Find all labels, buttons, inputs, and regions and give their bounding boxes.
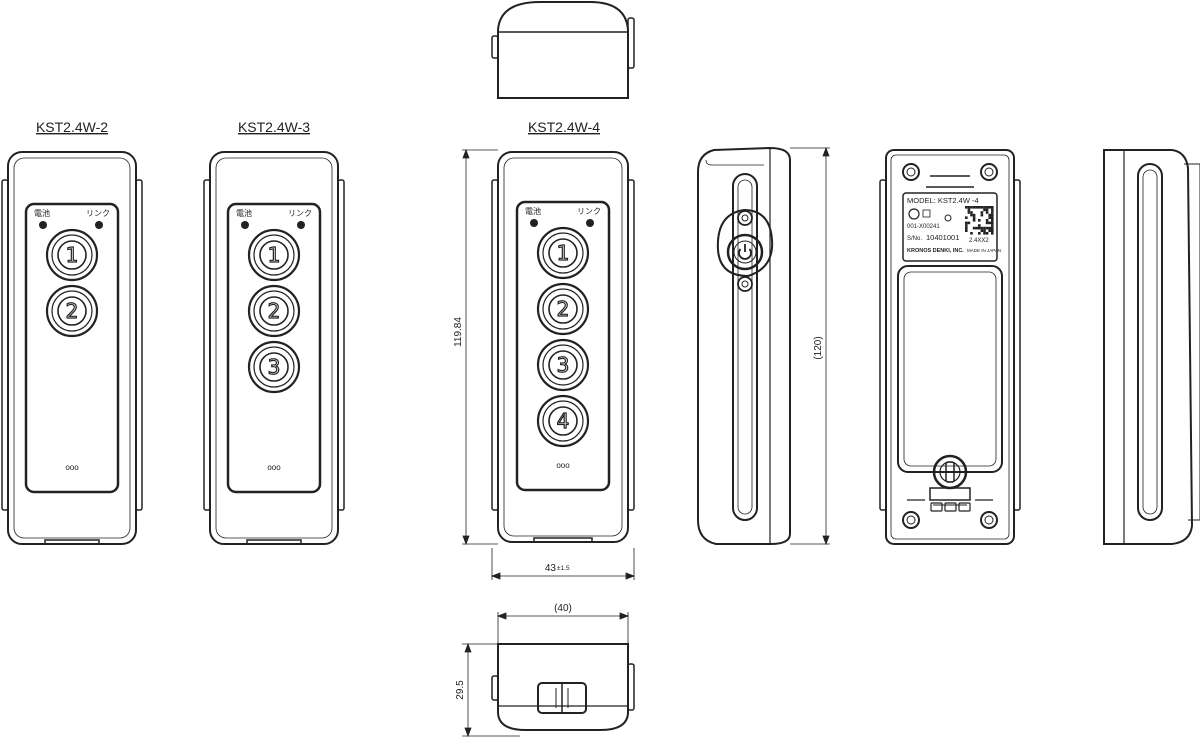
link-label: リンク [288,209,312,218]
dimension-lines [462,146,830,738]
more-indicator: ooo [556,461,570,470]
top-view [491,0,635,99]
power-button [726,233,764,271]
rear-view: MODEL: KST2.4W -4 001-X00241 S/No. 10401… [879,149,1021,545]
push-button-label: 2 [66,299,79,323]
push-button-3[interactable]: 3 [247,340,301,394]
corner-screw-icon [902,163,998,529]
push-button-2[interactable]: 2 [45,284,99,338]
link-label: リンク [86,209,110,218]
data-matrix-code [965,206,994,235]
side-view-mount [697,146,791,545]
push-button-label: 2 [268,299,281,323]
side-groove [1137,163,1163,521]
side-view-right [1103,149,1200,545]
battery-contact [930,502,943,512]
model-title-2-button: KST2.4W-2 [36,119,108,135]
origin-text: MADE IN JAPAN [967,248,1001,253]
link-label: リンク [577,207,601,216]
push-button-4[interactable]: 4 [536,394,590,448]
push-button-label: 3 [557,353,570,377]
mount-slot [732,173,758,521]
link-led [95,221,103,229]
push-button-label: 1 [268,243,281,267]
bottom-view [491,643,635,731]
link-led [297,221,305,229]
serial-number: 10401001 [926,233,959,242]
battery-led [241,221,249,229]
certification-code: 001-X00241 [907,224,940,230]
battery-label: 電池 [525,206,541,216]
button-panel [24,202,120,494]
push-button-label: 1 [66,243,79,267]
model-title-4-button: KST2.4W-4 [528,119,600,135]
front-view-kst2-4w-2: 電池 リンク 1 2 ooo [1,151,143,545]
rating-label [902,192,998,262]
bottom-width-dimension: (40) [554,603,572,614]
push-button-3[interactable]: 3 [536,338,590,392]
more-indicator: ooo [267,463,281,472]
model-title-3-button: KST2.4W-3 [238,119,310,135]
height-dimension: 119.84 [453,317,464,347]
battery-contact [958,502,971,512]
push-button-2[interactable]: 2 [247,284,301,338]
link-led [586,219,594,227]
model-text: MODEL: KST2.4W -4 [907,196,979,205]
push-button-label: 3 [268,355,281,379]
front-view-kst2-4w-3: 電池 リンク 1 2 3 ooo [203,151,345,545]
certification-mark-icon [908,208,920,220]
push-button-2[interactable]: 2 [536,282,590,336]
push-button-1[interactable]: 1 [247,228,301,282]
depth-dimension: 29.5 [455,680,466,700]
battery-label: 電池 [236,208,252,218]
push-button-label: 1 [557,241,570,265]
power-icon [738,248,752,260]
width-tolerance: ±1.5 [557,565,570,572]
battery-led [39,221,47,229]
width-dimension: 43 [545,563,557,574]
battery-contact [944,502,957,512]
push-button-1[interactable]: 1 [45,228,99,282]
maker-text: KRONOS DENKI, INC. [907,248,964,254]
battery-led [530,219,538,227]
push-button-1[interactable]: 1 [536,226,590,280]
battery-compartment [897,265,1003,473]
screw-icon [737,210,753,226]
button-panel [515,200,611,492]
side-height-dimension: (120) [813,336,824,359]
push-button-label: 4 [557,409,570,433]
more-indicator: ooo [65,463,79,472]
button-panel [226,202,322,494]
front-view-kst2-4w-4: 電池 リンク 1 2 3 4 ooo [491,151,635,543]
screw-icon [737,276,753,292]
battery-label: 電池 [34,208,50,218]
band-text: 2.4XX2 [969,238,989,244]
serial-prefix: S/No. [907,236,922,242]
push-button-label: 2 [557,297,570,321]
